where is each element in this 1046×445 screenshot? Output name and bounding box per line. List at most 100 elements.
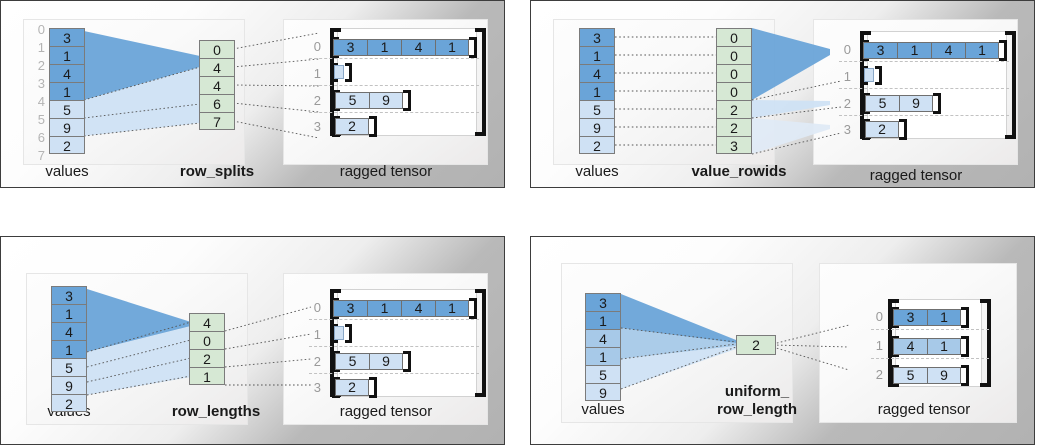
value-cell: 1 bbox=[585, 347, 621, 365]
values-column-value-rowids: 3 1 4 1 5 9 2 bbox=[579, 28, 615, 154]
value-cell: 9 bbox=[51, 376, 87, 394]
encoding-cell: 0 bbox=[716, 46, 752, 64]
value-cell: 4 bbox=[51, 322, 87, 340]
encoding-cell: 4 bbox=[189, 313, 225, 331]
ragged-row: 3 1 bbox=[893, 309, 961, 326]
value-cell: 1 bbox=[49, 82, 85, 100]
ragged-cell: 3 bbox=[333, 300, 367, 317]
ragged-cell: 2 bbox=[335, 118, 369, 135]
encoding-caption: uniform_ row_length bbox=[716, 383, 797, 418]
ragged-caption: ragged tensor bbox=[339, 163, 433, 180]
ragged-row-separator bbox=[309, 373, 479, 374]
encoding-cell: 7 bbox=[199, 112, 235, 130]
ragged-cell: 1 bbox=[367, 300, 401, 317]
ragged-row: 5 9 bbox=[335, 92, 403, 109]
ragged-cell: 5 bbox=[893, 367, 927, 384]
ragged-cell: 1 bbox=[927, 338, 961, 355]
value-cell: 3 bbox=[49, 28, 85, 46]
value-cell: 1 bbox=[51, 304, 87, 322]
encoding-cell: 0 bbox=[199, 40, 235, 58]
ragged-caption: ragged tensor bbox=[877, 401, 971, 418]
encoding-cell: 0 bbox=[716, 64, 752, 82]
ragged-row: 5 9 bbox=[335, 353, 403, 370]
encoding-caption: row_splits bbox=[179, 163, 255, 180]
value-cell: 5 bbox=[579, 100, 615, 118]
ragged-caption: ragged tensor bbox=[869, 167, 963, 184]
ragged-row-index: 3 bbox=[843, 122, 851, 137]
ragged-row: 2 bbox=[865, 121, 899, 138]
ruler-tick: 0 bbox=[37, 22, 45, 37]
encoding-cell: 2 bbox=[736, 335, 776, 355]
ruler-tick: 1 bbox=[37, 40, 45, 55]
ragged-cell: 3 bbox=[893, 309, 927, 326]
ragged-row: 2 bbox=[335, 118, 369, 135]
values-column-row-lengths: 3 1 4 1 5 9 2 bbox=[51, 286, 87, 412]
ragged-row-index: 3 bbox=[313, 380, 321, 395]
ragged-empty-marker bbox=[334, 65, 344, 79]
ruler-tick: 3 bbox=[37, 76, 45, 91]
ragged-row-separator bbox=[309, 112, 479, 113]
encoding-column-row-lengths: 4 0 2 1 bbox=[189, 313, 225, 385]
ragged-cell: 3 bbox=[863, 42, 897, 59]
value-cell: 1 bbox=[579, 82, 615, 100]
value-cell: 2 bbox=[49, 136, 85, 154]
panel-value-rowids: 3 1 4 1 5 9 2 0 0 0 0 2 2 3 values value… bbox=[530, 0, 1035, 188]
ragged-row: 2 bbox=[335, 379, 369, 396]
ragged-cell: 2 bbox=[335, 379, 369, 396]
value-cell: 1 bbox=[51, 340, 87, 358]
ragged-row: 3 1 4 1 bbox=[333, 300, 469, 317]
ragged-cell: 1 bbox=[367, 39, 401, 56]
encoding-cell: 3 bbox=[716, 136, 752, 154]
ragged-cell: 4 bbox=[401, 300, 435, 317]
value-cell: 3 bbox=[579, 28, 615, 46]
encoding-cell: 0 bbox=[716, 28, 752, 46]
value-cell: 1 bbox=[49, 46, 85, 64]
value-cell: 1 bbox=[579, 46, 615, 64]
ragged-row-index: 0 bbox=[313, 300, 321, 315]
encoding-column-uniform-row-length: 2 bbox=[736, 335, 776, 355]
ragged-row-separator bbox=[309, 319, 479, 320]
ragged-row: 4 1 bbox=[893, 338, 961, 355]
ragged-caption: ragged tensor bbox=[339, 403, 433, 420]
value-cell: 9 bbox=[579, 118, 615, 136]
ragged-row: 5 9 bbox=[893, 367, 961, 384]
values-index-ruler: 0 1 2 3 4 5 6 7 bbox=[33, 23, 45, 167]
ragged-row-separator bbox=[839, 115, 1009, 116]
ragged-row-separator bbox=[871, 329, 989, 330]
value-cell: 5 bbox=[49, 100, 85, 118]
encoding-cell: 0 bbox=[716, 82, 752, 100]
ragged-empty-marker bbox=[334, 326, 344, 340]
encoding-column-value-rowids: 0 0 0 0 2 2 3 bbox=[716, 28, 752, 154]
encoding-cell: 4 bbox=[199, 58, 235, 76]
ragged-row-empty bbox=[334, 65, 344, 79]
encoding-column-row-splits: 0 4 4 6 7 bbox=[199, 40, 235, 130]
ragged-row-index: 2 bbox=[875, 367, 883, 382]
ragged-row-empty bbox=[334, 326, 344, 340]
ragged-cell: 3 bbox=[333, 39, 367, 56]
encoding-caption: row_lengths bbox=[171, 403, 261, 420]
encoding-cell: 0 bbox=[189, 331, 225, 349]
encoding-cell: 2 bbox=[716, 100, 752, 118]
value-cell: 3 bbox=[585, 293, 621, 311]
ragged-cell: 9 bbox=[369, 353, 403, 370]
panel-row-lengths: 3 1 4 1 5 9 2 4 0 2 1 values row_lengths… bbox=[0, 236, 505, 445]
ragged-cell: 1 bbox=[965, 42, 999, 59]
ruler-tick: 6 bbox=[37, 130, 45, 145]
ragged-row-index: 0 bbox=[313, 39, 321, 54]
encoding-cell: 2 bbox=[189, 349, 225, 367]
ragged-row-index: 1 bbox=[313, 66, 321, 81]
ragged-row-index: 1 bbox=[875, 338, 883, 353]
ragged-cell: 1 bbox=[435, 39, 469, 56]
value-cell: 5 bbox=[585, 365, 621, 383]
value-cell: 5 bbox=[51, 358, 87, 376]
ragged-row: 5 9 bbox=[865, 95, 933, 112]
encoding-cell: 4 bbox=[199, 76, 235, 94]
ruler-tick: 4 bbox=[37, 94, 45, 109]
ragged-cell: 1 bbox=[435, 300, 469, 317]
encoding-cell: 2 bbox=[716, 118, 752, 136]
ragged-row-index: 1 bbox=[313, 327, 321, 342]
ragged-cell: 1 bbox=[897, 42, 931, 59]
value-cell: 2 bbox=[579, 136, 615, 154]
ragged-row-separator bbox=[309, 58, 479, 59]
values-caption: values bbox=[575, 163, 619, 180]
